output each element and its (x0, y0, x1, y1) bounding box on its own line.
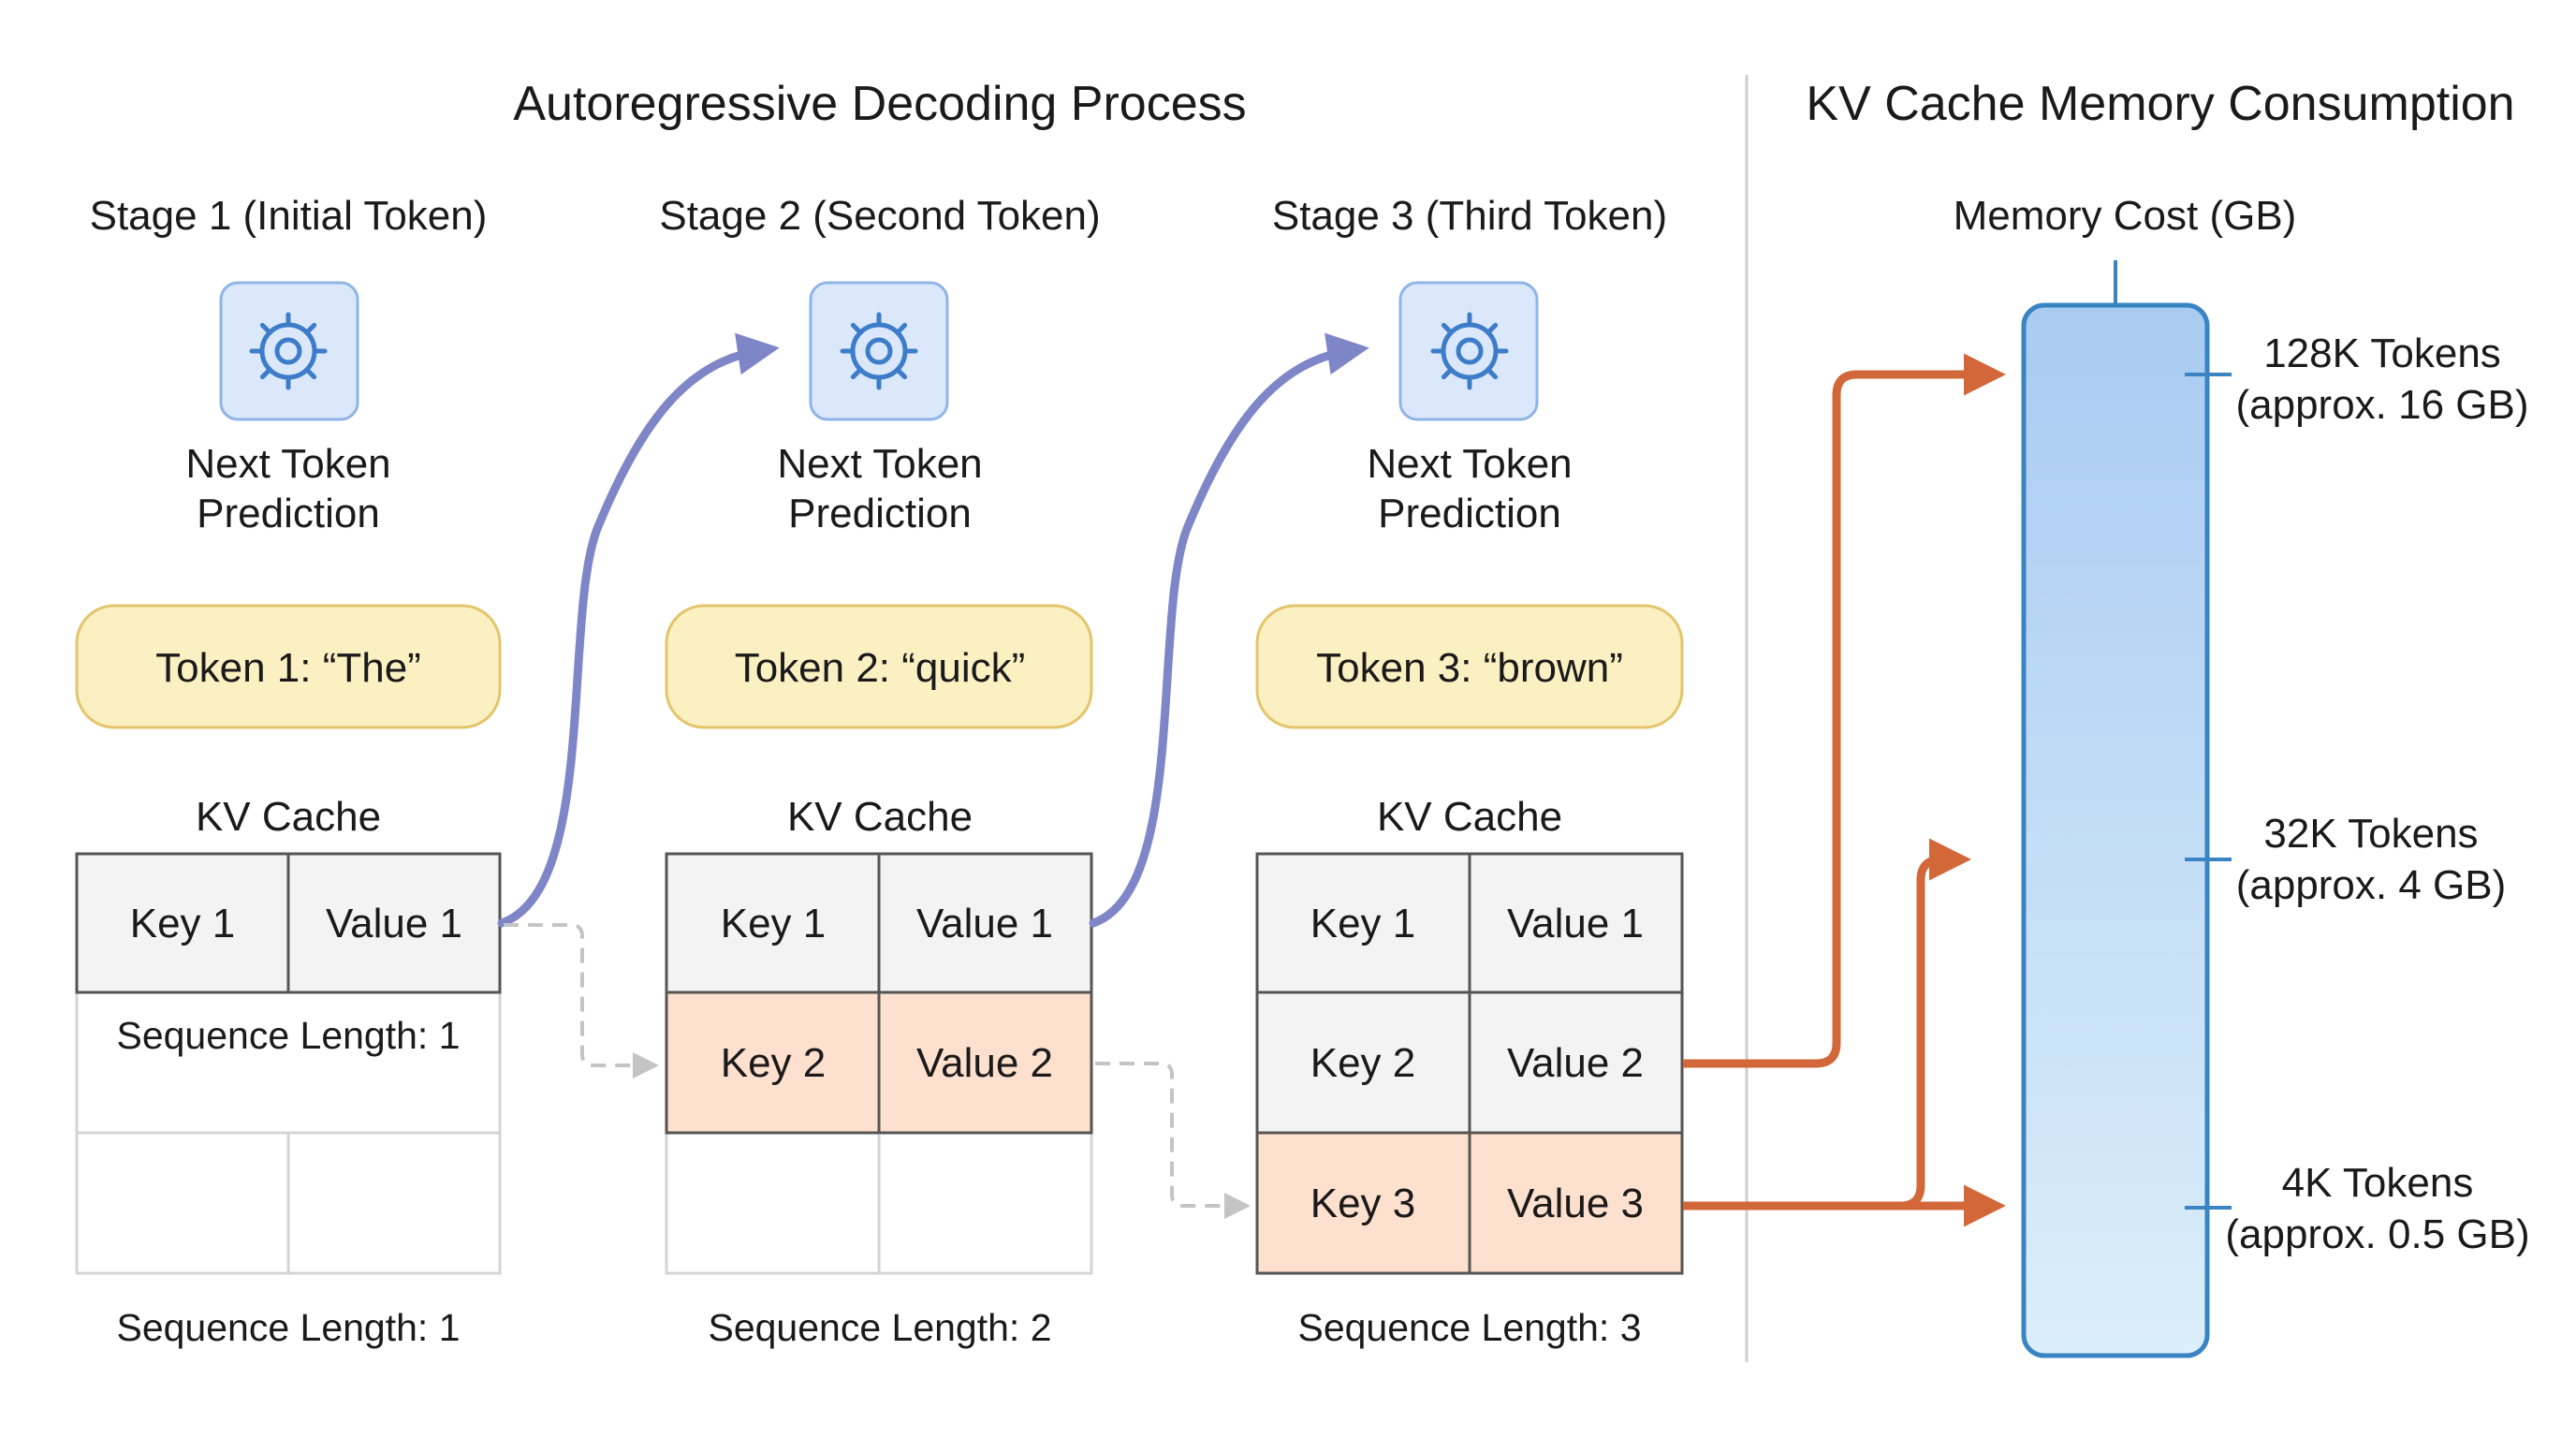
stage-heading: Stage 1 (Initial Token) (90, 193, 488, 239)
prediction-box (1398, 281, 1539, 421)
token-pill (75, 604, 502, 729)
memory-section-title: KV Cache Memory Consumption (1806, 77, 2514, 131)
token-pill (1255, 604, 1684, 729)
append-connector-1 (504, 923, 659, 1078)
kv-cache-table: Key 1 Value 1 Key 2 Value 2 Key 3 Value … (1255, 852, 1684, 1275)
kv-cache-label: KV Cache (1377, 794, 1562, 840)
kv-cache-table: Key 1 Value 1 Key 2 Value 2 (665, 852, 1093, 1275)
kv-cache-label: KV Cache (787, 794, 973, 840)
stage-2: Stage 2 (Second Token) Next Token Predic… (659, 193, 1100, 1349)
gear-icon (840, 312, 918, 390)
token-label: Token 1: “The” (155, 645, 421, 691)
kv-cache-label: KV Cache (196, 794, 381, 840)
sequence-length: Sequence Length: 2 (708, 1306, 1051, 1349)
level-cost-32k: (approx. 4 GB) (2236, 862, 2507, 908)
prediction-label-line2: Prediction (197, 491, 380, 536)
level-tokens-128k: 128K Tokens (2263, 330, 2501, 376)
decoding-section-title: Autoregressive Decoding Process (513, 77, 1246, 131)
memory-arrow-to-32k (1899, 838, 1971, 1211)
value-cell: Value 1 (916, 901, 1053, 946)
append-connector-2 (1095, 1062, 1251, 1219)
level-tokens-4k: 4K Tokens (2282, 1160, 2474, 1206)
prediction-box (219, 281, 359, 421)
memory-cost-bar (2021, 302, 2210, 1358)
memory-axis-label: Memory Cost (GB) (1954, 193, 2297, 239)
sequence-length: Sequence Length: 1 (116, 1306, 460, 1349)
key-cell: Key 1 (130, 901, 236, 946)
prediction-label-line1: Next Token (1367, 441, 1572, 487)
stage-heading: Stage 3 (Third Token) (1272, 193, 1667, 239)
flow-arrow-stage1-to-stage2 (497, 332, 780, 928)
token-label: Token 2: “quick” (735, 645, 1026, 691)
value-cell: Value 3 (1507, 1181, 1644, 1226)
stage-heading: Stage 2 (Second Token) (659, 193, 1100, 239)
level-tokens-32k: 32K Tokens (2263, 811, 2478, 857)
key-cell: Key 1 (1310, 901, 1416, 946)
level-cost-4k: (approx. 0.5 GB) (2225, 1211, 2529, 1257)
key-cell: Key 3 (1310, 1181, 1416, 1226)
prediction-label-line2: Prediction (1378, 491, 1561, 536)
sequence-length-inner: Sequence Length: 1 (116, 1014, 460, 1057)
stage-3: Stage 3 (Third Token) Next Token Predict… (1255, 193, 1684, 1349)
value-cell: Value 2 (916, 1040, 1053, 1086)
key-cell: Key 1 (721, 901, 827, 946)
gear-icon (249, 312, 328, 390)
sequence-length: Sequence Length: 3 (1297, 1306, 1641, 1349)
prediction-label-line2: Prediction (788, 491, 972, 536)
prediction-label-line1: Next Token (777, 441, 982, 487)
kv-cache-table: Key 1 Value 1 Sequence Length: 1 (75, 852, 502, 1275)
key-cell: Key 2 (1310, 1040, 1416, 1086)
value-cell: Value 1 (326, 901, 462, 946)
key-cell: Key 2 (721, 1040, 827, 1086)
prediction-box (809, 281, 949, 421)
memory-arrow-to-128k (1683, 353, 2006, 1068)
level-cost-128k: (approx. 16 GB) (2235, 382, 2528, 428)
flow-arrow-stage2-to-stage3 (1089, 332, 1369, 928)
stage-1: Stage 1 (Initial Token) Next Token Predi… (75, 193, 502, 1349)
gear-icon (1430, 312, 1509, 390)
value-cell: Value 2 (1507, 1040, 1644, 1086)
value-cell: Value 1 (1507, 901, 1644, 946)
token-pill (665, 604, 1093, 729)
prediction-label-line1: Next Token (185, 441, 390, 487)
token-label: Token 3: “brown” (1316, 645, 1623, 691)
